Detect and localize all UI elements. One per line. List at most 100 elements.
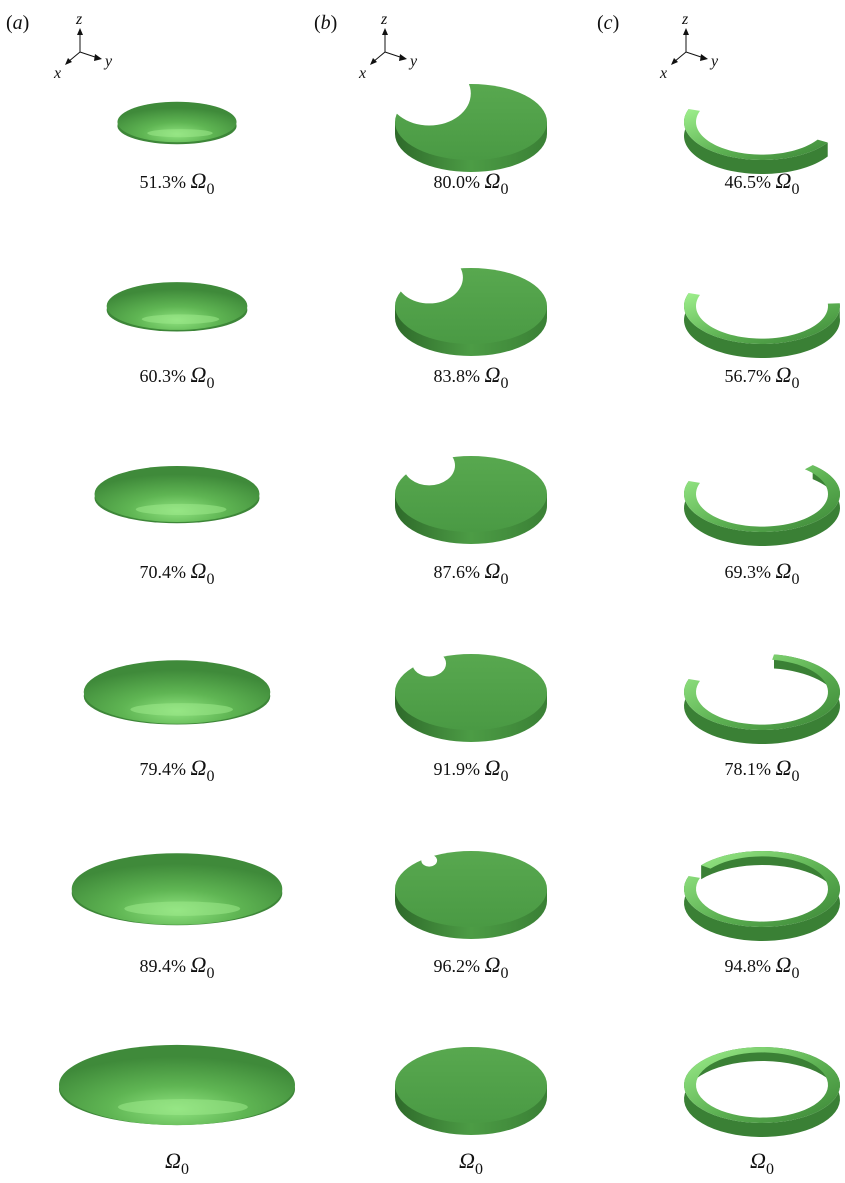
omega-symbol: Ω — [191, 362, 207, 387]
omega-subscript: 0 — [206, 181, 214, 198]
ring-arc-shape — [684, 465, 840, 546]
omega-symbol: Ω — [191, 755, 207, 780]
caption-percent: 56.7% — [725, 366, 776, 386]
omega-subscript: 0 — [791, 965, 799, 982]
ring-arc-shape — [684, 109, 828, 174]
caption-percent: 80.0% — [434, 172, 485, 192]
caption-label: 96.2% Ω0 — [434, 952, 509, 982]
ring-arc-shape — [684, 1047, 840, 1137]
axis-y-label: y — [408, 53, 418, 70]
caption-label: 79.4% Ω0 — [140, 755, 215, 785]
omega-symbol: Ω — [191, 168, 207, 193]
axis-y-label: y — [709, 53, 719, 70]
caption-percent: 46.5% — [725, 172, 776, 192]
caption-percent: 96.2% — [434, 956, 485, 976]
ellipsoid-shape — [117, 101, 237, 145]
omega-symbol: Ω — [776, 952, 792, 977]
cut-disk-shape — [395, 1047, 547, 1135]
caption-percent: 94.8% — [725, 956, 776, 976]
caption-percent: 83.8% — [434, 366, 485, 386]
omega-subscript: 0 — [500, 768, 508, 785]
omega-symbol: Ω — [485, 168, 501, 193]
axis-z-label: z — [681, 11, 689, 28]
omega-subscript: 0 — [181, 1161, 189, 1178]
omega-symbol: Ω — [485, 755, 501, 780]
caption-label: 89.4% Ω0 — [140, 952, 215, 982]
caption-percent: 87.6% — [434, 562, 485, 582]
caption-label: 83.8% Ω0 — [434, 362, 509, 392]
caption-percent: 60.3% — [140, 366, 191, 386]
omega-subscript: 0 — [206, 375, 214, 392]
caption-label: 80.0% Ω0 — [434, 168, 509, 198]
axis-x-label: x — [659, 65, 667, 82]
omega-subscript: 0 — [500, 965, 508, 982]
omega-subscript: 0 — [206, 768, 214, 785]
caption-label: 94.8% Ω0 — [725, 952, 800, 982]
omega-symbol: Ω — [776, 558, 792, 583]
ellipsoid-shape — [94, 465, 260, 524]
cut-disk-shape — [395, 851, 547, 939]
ellipsoid-shape — [83, 660, 271, 725]
shapes-layer — [59, 84, 840, 1137]
ellipsoid-shape — [71, 853, 283, 926]
ellipsoid-shape — [59, 1044, 295, 1126]
omega-symbol: Ω — [776, 168, 792, 193]
caption-percent: 70.4% — [140, 562, 191, 582]
omega-symbol: Ω — [459, 1148, 475, 1173]
caption-percent: 51.3% — [140, 172, 191, 192]
cut-disk-shape — [395, 654, 547, 742]
caption-label: 87.6% Ω0 — [434, 558, 509, 588]
caption-percent: 79.4% — [140, 759, 191, 779]
axis-triad-c: z y x — [659, 11, 719, 82]
omega-symbol: Ω — [485, 558, 501, 583]
axis-x-label: x — [53, 65, 61, 82]
panel-label-c: (c) — [597, 12, 620, 34]
panel-label-a: (a) — [6, 12, 30, 34]
axis-z-label: z — [380, 11, 388, 28]
axis-y-label: y — [103, 53, 113, 70]
axis-x-label: x — [358, 65, 366, 82]
omega-subscript: 0 — [500, 375, 508, 392]
omega-symbol: Ω — [165, 1148, 181, 1173]
omega-symbol: Ω — [776, 362, 792, 387]
panel-label-b: (b) — [314, 12, 338, 34]
caption-label: 70.4% Ω0 — [140, 558, 215, 588]
omega-subscript: 0 — [206, 965, 214, 982]
caption-label: 78.1% Ω0 — [725, 755, 800, 785]
axis-triad-a: z y x — [53, 11, 113, 82]
omega-symbol: Ω — [750, 1148, 766, 1173]
omega-symbol: Ω — [485, 952, 501, 977]
axis-z-label: z — [75, 11, 83, 28]
caption-label: 91.9% Ω0 — [434, 755, 509, 785]
caption-label: Ω0 — [459, 1148, 483, 1178]
omega-subscript: 0 — [206, 571, 214, 588]
omega-symbol: Ω — [191, 558, 207, 583]
omega-subscript: 0 — [766, 1161, 774, 1178]
caption-percent: 78.1% — [725, 759, 776, 779]
ellipsoid-shape — [106, 282, 248, 332]
ring-arc-shape — [684, 654, 840, 744]
omega-subscript: 0 — [500, 181, 508, 198]
caption-label: 69.3% Ω0 — [725, 558, 800, 588]
ring-arc-shape — [684, 293, 840, 358]
caption-label: Ω0 — [165, 1148, 189, 1178]
cut-disk-shape — [395, 268, 547, 356]
caption-percent: 69.3% — [725, 562, 776, 582]
omega-subscript: 0 — [791, 181, 799, 198]
caption-label: 60.3% Ω0 — [140, 362, 215, 392]
omega-symbol: Ω — [485, 362, 501, 387]
caption-label: 46.5% Ω0 — [725, 168, 800, 198]
axis-triad-b: z y x — [358, 11, 418, 82]
omega-subscript: 0 — [791, 375, 799, 392]
cut-disk-shape — [395, 84, 547, 172]
caption-label: 56.7% Ω0 — [725, 362, 800, 392]
omega-subscript: 0 — [500, 571, 508, 588]
omega-symbol: Ω — [191, 952, 207, 977]
caption-percent: 89.4% — [140, 956, 191, 976]
omega-symbol: Ω — [776, 755, 792, 780]
caption-percent: 91.9% — [434, 759, 485, 779]
ring-arc-shape — [684, 851, 840, 941]
caption-label: Ω0 — [750, 1148, 774, 1178]
